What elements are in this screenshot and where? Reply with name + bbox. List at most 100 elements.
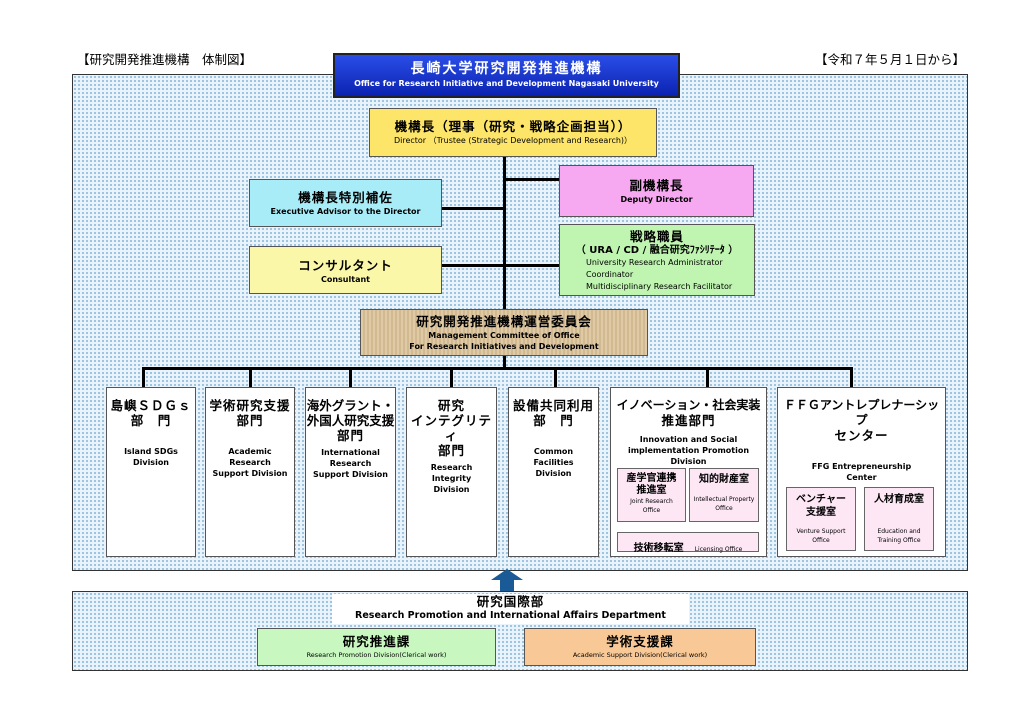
division-2-en: Academic Research Support Division (212, 447, 288, 478)
venture-support-office: ベンチャー 支援室 Venture Support Office (786, 487, 856, 551)
division-5-en: Common Facilities Division (533, 447, 574, 478)
licensing-jp: 技術移転室 (633, 543, 684, 554)
intellectual-property-office: 知的財産室 Intellectual Property Office (689, 468, 759, 522)
executive-advisor-box: 機構長特別補佐 Executive Advisor to the Directo… (249, 179, 442, 227)
joint-research-jp-1: 産学官連携 (626, 473, 677, 484)
joint-research-en-2: Office (642, 507, 661, 514)
academic-support-jp: 学術支援課 (606, 634, 674, 649)
academic-support-en: Academic Support Division(Clerical work) (572, 651, 708, 659)
division-international-research-support: 海外グラント・ 外国人研究支援 部門 International Researc… (305, 387, 396, 557)
innovation-en-2: implementation Promotion Division (627, 446, 750, 466)
education-en-2: Training Office (877, 537, 921, 544)
drop-line-7 (850, 367, 853, 387)
joint-research-office: 産学官連携 推進室 Joint Research Office (617, 468, 686, 522)
division-5-jp-2: 部 門 (533, 413, 574, 428)
committee-box: 研究開発推進機構運営委員会 Management Committee of Of… (360, 309, 648, 356)
division-common-facilities: 設備共同利用 部 門 Common Facilities Division (508, 387, 599, 557)
strategic-staff-jp: 戦略職員 (629, 229, 684, 244)
committee-en-1: Management Committee of Office (428, 331, 580, 340)
innovation-jp-1: イノベーション・社会実装 (616, 398, 761, 412)
deputy-director-box: 副機構長 Deputy Director (559, 165, 754, 217)
drop-line-5 (554, 367, 557, 387)
committee-down-line (503, 355, 506, 369)
org-top-en: Office for Research Initiative and Devel… (354, 79, 659, 88)
division-academic-research-support: 学術研究支援 部門 Academic Research Support Divi… (205, 387, 295, 557)
academic-support-unit: 学術支援課 Academic Support Division(Clerical… (524, 628, 756, 666)
division-4-en: Research Integrity Division (430, 463, 473, 494)
strategic-staff-box: 戦略職員 （ URA / CD / 融合研究ﾌｧｼﾘﾃｰﾀ ） Universi… (559, 224, 755, 296)
department-frame (72, 591, 968, 671)
innovation-jp-2: 推進部門 (661, 413, 716, 428)
licensing-en: Licensing Office (694, 546, 743, 553)
innovation-en-1: Innovation and Social (639, 435, 738, 444)
division-3-en: International Research Support Division (313, 448, 388, 479)
consultant-jp: コンサルタント (298, 258, 393, 273)
division-3-jp-3: 部門 (336, 428, 364, 443)
joint-research-en-1: Joint Research (630, 498, 673, 505)
consultant-en: Consultant (320, 275, 370, 284)
research-promotion-jp: 研究推進課 (342, 634, 411, 649)
division-4-jp-1: 研究 (437, 398, 465, 413)
education-en-1: Education and (877, 528, 921, 535)
venture-jp-1: ベンチャー (796, 494, 846, 505)
ip-office-en-2: Office (715, 505, 733, 512)
division-3-jp-1: 海外グラント・ (306, 398, 395, 413)
executive-advisor-jp: 機構長特別補佐 (298, 190, 393, 205)
ffg-en-2: Center (846, 473, 877, 482)
division-1-jp-1: 島嶼ＳＤＧｓ (110, 398, 192, 413)
department-jp: 研究国際部 (476, 594, 545, 609)
consultant-staff-connector (442, 264, 559, 267)
trunk-line (503, 156, 506, 311)
director-box: 機構長（理事（研究・戦略企画担当）） Director （Trustee (St… (369, 108, 657, 157)
education-training-office: 人材育成室 Education and Training Office (864, 487, 934, 551)
effective-date: 【令和７年５月１日から】 (814, 52, 965, 67)
division-1-en: Island SDGs Division (124, 447, 178, 467)
drop-line-3 (349, 367, 352, 387)
executive-advisor-en: Executive Advisor to the Director (270, 207, 421, 216)
drop-line-4 (450, 367, 453, 387)
advisor-connector (442, 207, 505, 210)
division-4-jp-3: 部門 (437, 443, 465, 458)
licensing-office: 技術移転室 Licensing Office (617, 532, 759, 554)
drop-line-1 (142, 367, 145, 387)
ip-office-jp: 知的財産室 (699, 474, 749, 485)
consultant-box: コンサルタント Consultant (249, 246, 442, 294)
deputy-director-jp: 副機構長 (629, 178, 684, 193)
strategic-staff-en-2: Coordinator (586, 270, 634, 279)
venture-en-1: Venture Support (796, 528, 846, 535)
drop-line-2 (249, 367, 252, 387)
deputy-connector (505, 178, 560, 181)
ip-office-en-1: Intellectual Property (693, 496, 755, 503)
ffg-en-1: FFG Entrepreneurship (811, 462, 912, 471)
education-jp: 人材育成室 (874, 494, 924, 505)
division-bus-line (142, 367, 852, 370)
division-island-sdgs: 島嶼ＳＤＧｓ 部 門 Island SDGs Division (106, 387, 196, 557)
director-en: Director （Trustee (Strategic Development… (393, 136, 633, 145)
division-research-integrity: 研究 インテグリティ 部門 Research Integrity Divisio… (406, 387, 497, 557)
committee-jp: 研究開発推進機構運営委員会 (416, 314, 592, 329)
venture-jp-2: 支援室 (806, 507, 836, 518)
research-promotion-en: Research Promotion Division(Clerical wor… (306, 651, 447, 659)
strategic-staff-en-1: University Research Administrator (586, 258, 723, 267)
up-arrow-icon (490, 568, 524, 592)
strategic-staff-roles: （ URA / CD / 融合研究ﾌｧｼﾘﾃｰﾀ ） (575, 245, 739, 256)
drop-line-6 (706, 367, 709, 387)
org-top-box: 長崎大学研究開発推進機構 Office for Research Initiat… (333, 53, 680, 98)
ffg-jp-1: ＦＦＧアントレプレナーシップ (783, 398, 940, 427)
department-en: Research Promotion and International Aff… (355, 610, 666, 621)
division-4-jp-2: インテグリティ (410, 413, 492, 443)
venture-en-2: Office (812, 537, 830, 544)
research-promotion-unit: 研究推進課 Research Promotion Division(Cleric… (257, 628, 496, 666)
chart-title: 【研究開発推進機構 体制図】 (77, 52, 253, 67)
org-top-jp: 長崎大学研究開発推進機構 (410, 61, 603, 77)
strategic-staff-en-3: Multidisciplinary Research Facilitator (586, 282, 733, 291)
director-jp: 機構長（理事（研究・戦略企画担当）） (394, 119, 632, 134)
division-5-jp-1: 設備共同利用 (512, 398, 594, 413)
division-2-jp-1: 学術研究支援 (209, 398, 291, 413)
joint-research-jp-2: 推進室 (636, 485, 667, 496)
deputy-director-en: Deputy Director (620, 195, 693, 204)
department-title: 研究国際部 Research Promotion and Internation… (332, 594, 689, 624)
division-3-jp-2: 外国人研究支援 (306, 413, 395, 428)
division-2-jp-2: 部門 (236, 413, 264, 428)
ffg-jp-2: センター (834, 428, 889, 443)
